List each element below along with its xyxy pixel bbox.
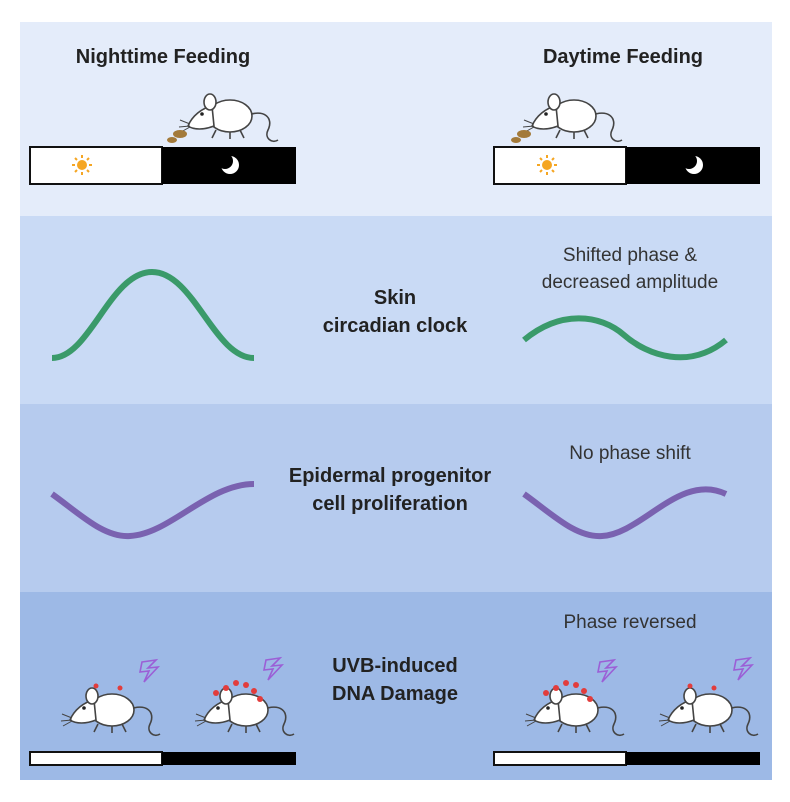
shifted-phase-note: Shifted phase & decreased amplitude — [510, 242, 750, 296]
skin-clock-label-line1: Skin — [373, 287, 417, 309]
moon-icon — [217, 153, 239, 174]
mouse-icon — [524, 687, 625, 737]
damage-dots-light-right — [543, 680, 593, 702]
food-pellet-icon — [167, 130, 187, 143]
mouse-icon — [522, 93, 623, 143]
skin-clock-label-line2: circadian clock — [322, 315, 468, 337]
skin-clock-label: Skin circadian clock — [290, 284, 500, 340]
lightning-icon — [263, 657, 283, 681]
proliferation-label-line2: cell proliferation — [312, 493, 468, 515]
proliferation-label-line1: Epidermal progenitor — [288, 465, 492, 487]
mouse-icon — [178, 93, 279, 143]
proliferation-wave-nighttime — [50, 481, 255, 540]
moon-icon — [681, 153, 703, 174]
dna-damage-label-line2: DNA Damage — [332, 683, 458, 705]
lightning-icon — [733, 657, 753, 681]
no-phase-shift-note: No phase shift — [569, 443, 691, 464]
band-proliferation — [20, 404, 772, 592]
skin-clock-wave-daytime — [522, 315, 728, 361]
day-night-bar-left — [29, 146, 296, 185]
sun-icon — [72, 155, 92, 175]
damage-dots-dark-left — [213, 680, 263, 702]
daytime-feeding-header: Daytime Feeding — [542, 46, 704, 68]
band-clock — [20, 216, 772, 404]
dna-damage-label: UVB-induced DNA Damage — [290, 652, 500, 708]
food-pellet-icon — [511, 130, 531, 143]
damage-dots-dark-right — [687, 683, 717, 691]
mouse-icon — [194, 687, 295, 737]
day-night-bar-right — [493, 146, 760, 185]
phase-reversed-note: Phase reversed — [563, 612, 697, 633]
mouse-icon — [60, 687, 161, 737]
damage-dots-light-left — [93, 683, 123, 691]
band-damage — [20, 592, 772, 780]
lightning-icon — [139, 659, 159, 683]
mouse-icon — [658, 687, 759, 737]
shifted-phase-note-line1: Shifted phase & — [562, 245, 698, 266]
dna-damage-label-line1: UVB-induced — [332, 655, 458, 677]
proliferation-label: Epidermal progenitor cell proliferation — [262, 462, 518, 518]
shifted-phase-note-line2: decreased amplitude — [541, 272, 719, 293]
skin-clock-wave-nighttime — [51, 268, 255, 361]
day-night-bar-bottom-left — [29, 751, 296, 766]
proliferation-wave-daytime — [522, 486, 728, 540]
nighttime-feeding-header: Nighttime Feeding — [75, 46, 251, 68]
lightning-icon — [597, 659, 617, 683]
day-night-bar-bottom-right — [493, 751, 760, 766]
sun-icon — [537, 155, 557, 175]
